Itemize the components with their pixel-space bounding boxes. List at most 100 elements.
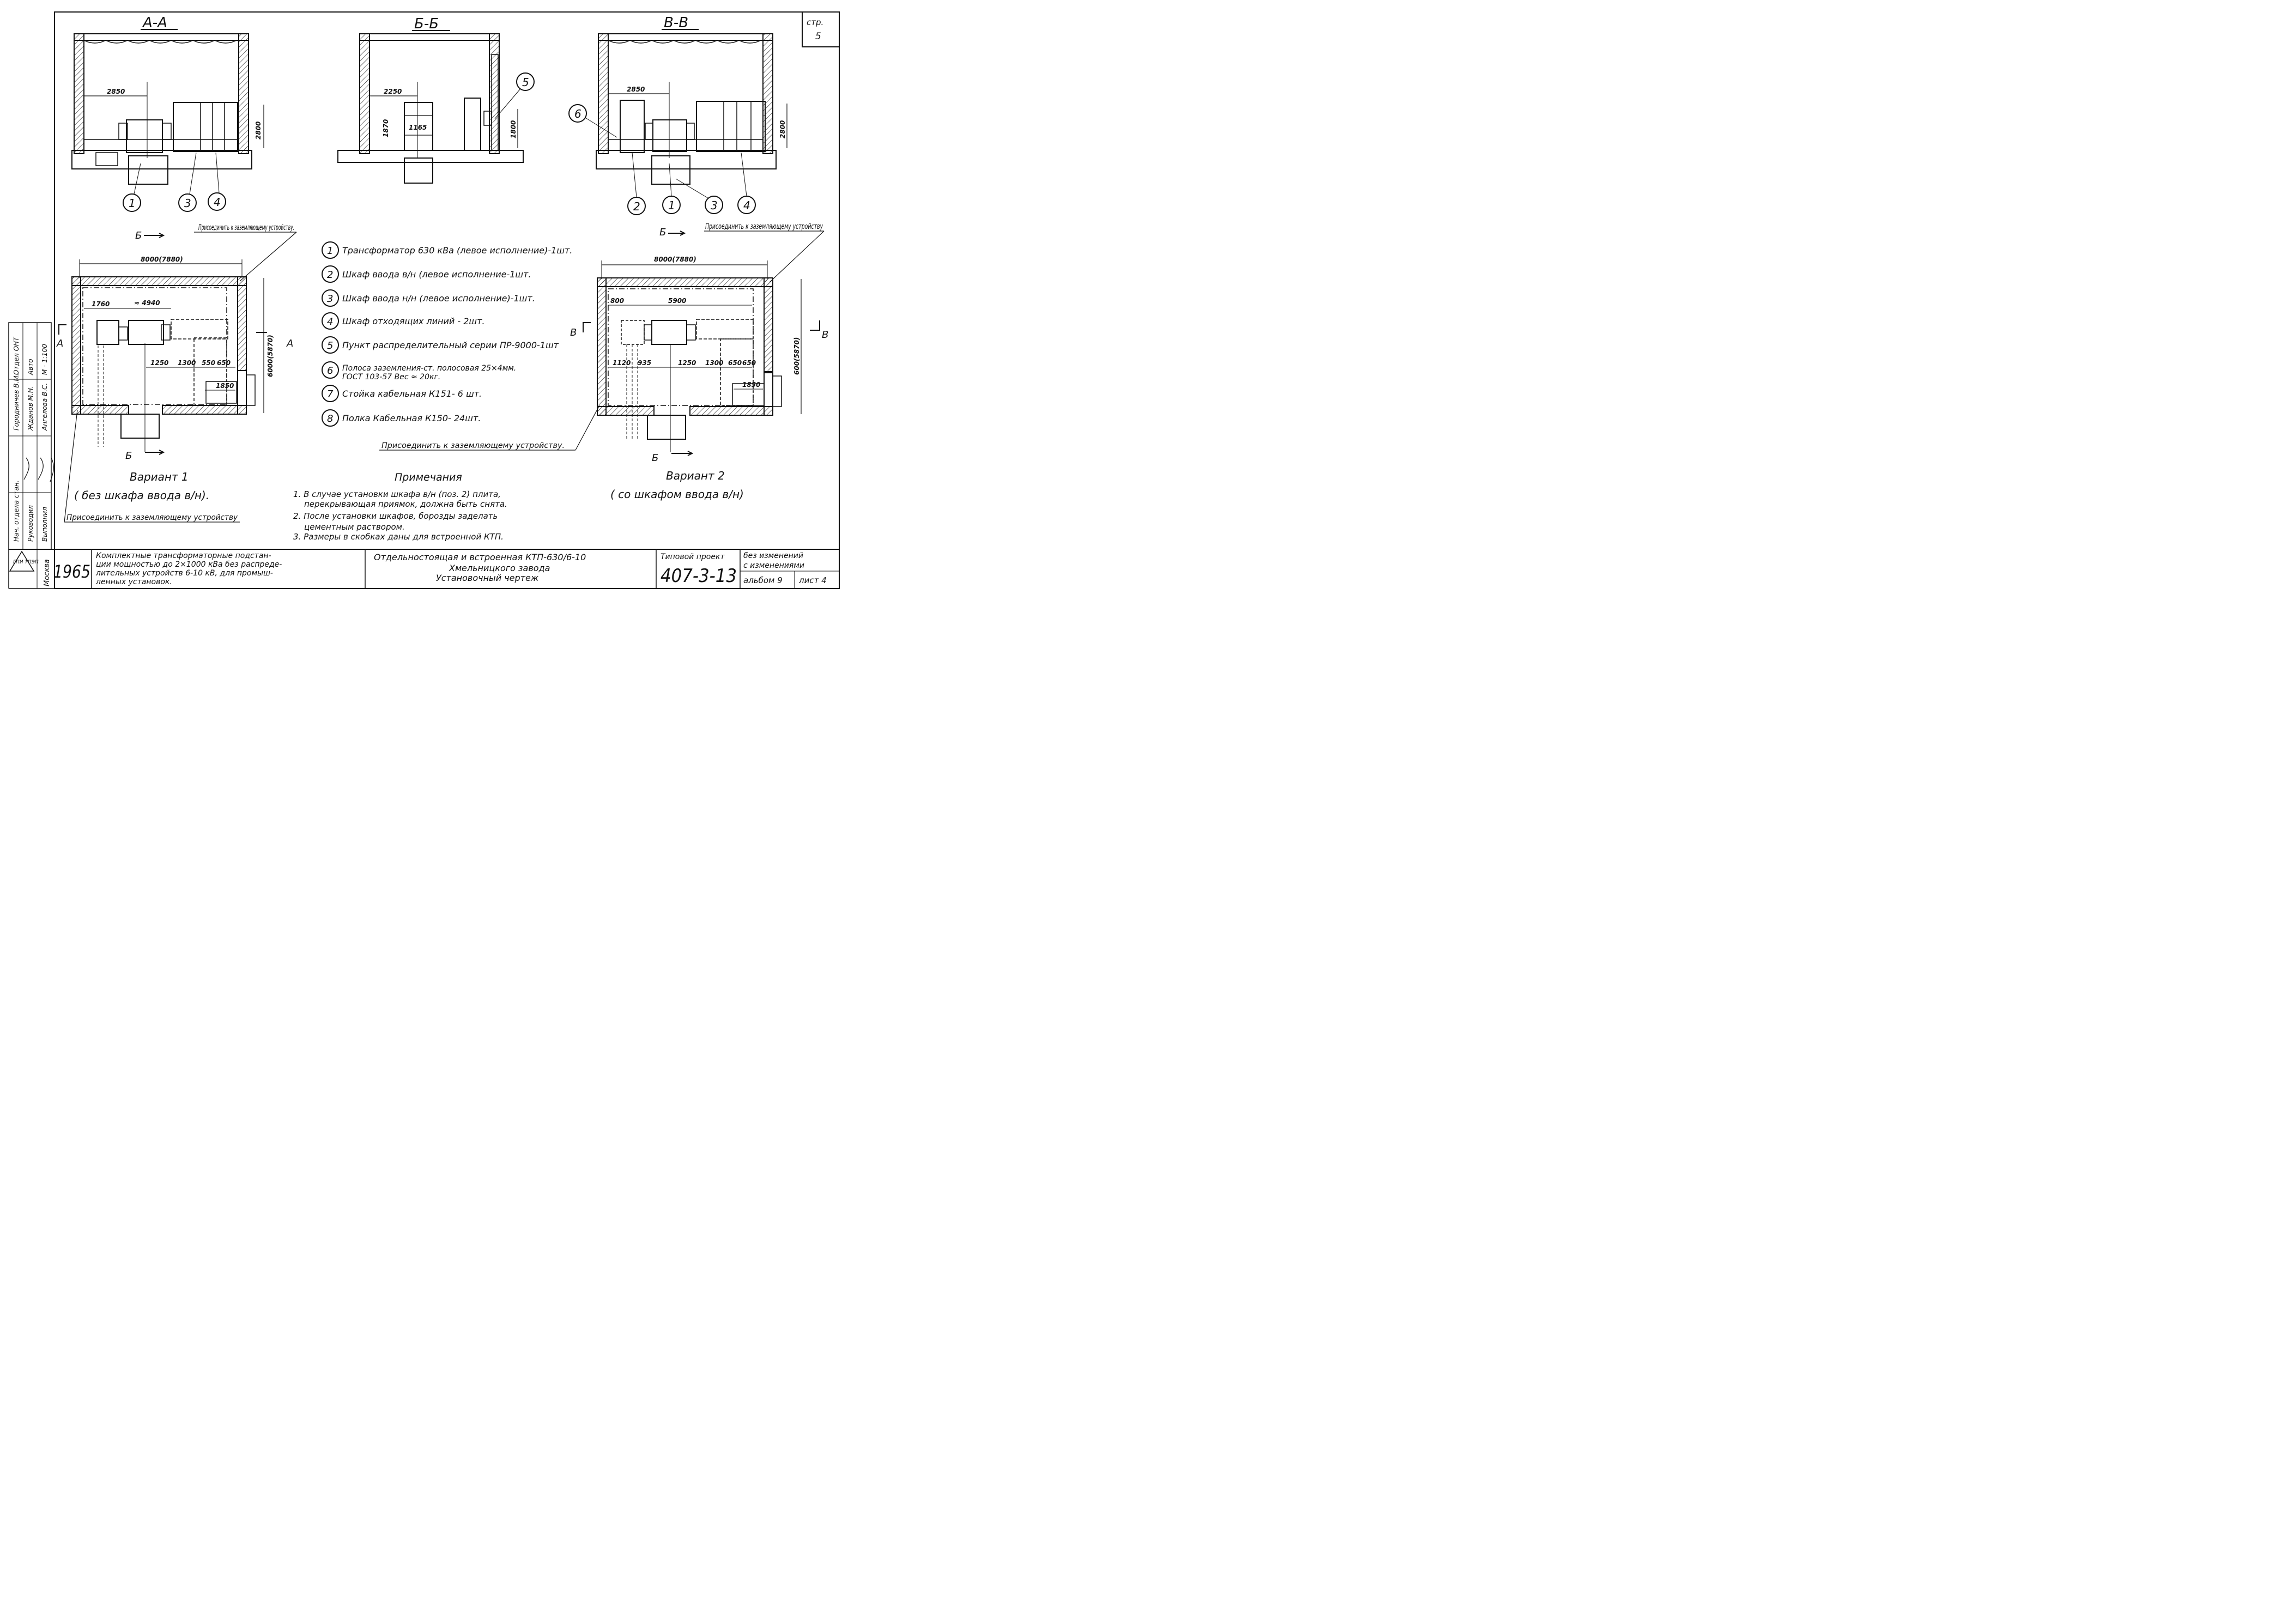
svg-text:3: 3 <box>327 293 333 305</box>
svg-text:1: 1 <box>327 245 333 257</box>
note-line-1: 1. В случае установки шкафа в/н (поз. 2)… <box>293 489 501 499</box>
stamp-name-1: Городничев В.М. <box>13 373 20 430</box>
sheet-frame <box>54 11 840 589</box>
section-vv: В-В 2850 2800 <box>596 15 787 185</box>
section-callouts <box>123 72 756 215</box>
org-logo-icon <box>9 550 35 572</box>
connect-leaders <box>64 231 825 523</box>
notes: Примечания 1. В случае установки шкафа в… <box>293 471 507 542</box>
svg-text:Пункт распределительный серии: Пункт распределительный серии ПР-9000-1ш… <box>342 340 559 350</box>
callout-5-bb: 5 <box>522 76 529 89</box>
dim-p2-8000: 8000(7880) <box>654 256 696 263</box>
connect-note-p2-top: Присоединить к заземляющему устройству <box>705 222 823 231</box>
dim-p1-1250: 1250 <box>150 359 168 367</box>
connect-note-p1-bottom: Присоединить к заземляющему устройству <box>66 513 238 522</box>
svg-text:Полоса заземления-ст. полосова: Полоса заземления-ст. полосовая 25×4мм. <box>342 364 516 373</box>
dim-p2-600: 600(5870) <box>793 337 801 375</box>
title-desc-2: ции мощностью до 2×1000 кВа без распреде… <box>96 560 282 569</box>
dim-p2-650b: 650 <box>742 359 756 367</box>
section-bb: Б-Б 2250 1870 1165 1800 <box>337 16 524 184</box>
title-year: 1965 <box>53 561 90 582</box>
cut-mark-b-top-2: Б <box>659 227 666 238</box>
svg-text:Шкаф отходящих линий - 2шт.: Шкаф отходящих линий - 2шт. <box>342 316 484 326</box>
sheet-number-label: лист 4 <box>798 575 827 585</box>
dim-p2-1250: 1250 <box>678 359 696 367</box>
dim-bb-2250: 2250 <box>384 88 402 95</box>
dim-p1-4940: ≈ 4940 <box>134 299 160 307</box>
connect-note-center: Присоединить к заземляющему устройству. <box>381 441 565 450</box>
dim-vv-2850: 2850 <box>627 86 645 93</box>
connect-note-p1-top: Присоединить к заземляющему устройству. <box>198 223 294 232</box>
stamp-role-2: Руководил <box>27 505 34 542</box>
cut-mark-v-right: В <box>822 329 828 341</box>
variant-1-subtitle: ( без шкафа ввода в/н). <box>74 489 209 502</box>
stamp-scale: М - 1:100 <box>41 344 49 375</box>
project-number: 407-3-13 <box>661 565 737 587</box>
callout-1-vv: 1 <box>668 199 675 212</box>
stamp-role-3: Выполнил <box>41 507 49 542</box>
note-line-3: 2. После установки шкафов, борозды задел… <box>293 511 498 521</box>
title-block: ГПИ ТПЭП Москва 1965 Комплектные трансфо… <box>8 549 839 589</box>
cut-mark-b-bottom-1: Б <box>125 450 132 462</box>
svg-text:2: 2 <box>327 269 333 281</box>
legend-item-7: 7 Стойка кабельная К151- 6 шт. <box>322 385 482 402</box>
dim-vv-2800: 2800 <box>779 120 786 138</box>
svg-text:7: 7 <box>327 389 334 400</box>
svg-text:8: 8 <box>327 413 333 425</box>
callout-3-vv: 3 <box>711 199 718 212</box>
note-line-4: цементным раствором. <box>304 522 405 532</box>
cut-mark-a-left: А <box>56 338 63 349</box>
section-aa-title: А-А <box>142 15 167 31</box>
dim-bb-1800: 1800 <box>510 120 517 138</box>
notes-title: Примечания <box>395 471 462 483</box>
section-bb-title: Б-Б <box>414 16 439 32</box>
section-vv-title: В-В <box>664 15 688 31</box>
legend-item-3: 3 Шкаф ввода н/н (левое исполнение)-1шт. <box>322 289 535 307</box>
svg-text:4: 4 <box>327 316 333 328</box>
dim-aa-2850: 2850 <box>107 88 125 95</box>
dim-bb-1165: 1165 <box>409 124 427 131</box>
dim-p2-5900: 5900 <box>668 297 686 305</box>
svg-text:5: 5 <box>327 340 333 351</box>
svg-text:Полка Кабельная К150- 24шт.: Полка Кабельная К150- 24шт. <box>342 413 481 423</box>
dim-p2-1300: 1300 <box>705 359 723 367</box>
variant-2-subtitle: ( со шкафом ввода в/н) <box>610 488 744 501</box>
callout-6-vv: 6 <box>574 107 581 120</box>
title-name-2: Хмельницкого завода <box>449 563 550 573</box>
album-number: альбом 9 <box>743 575 783 585</box>
side-stamp: Нач. отдела стан. Городничев В.М. Руково… <box>8 322 54 550</box>
change-without: без изменений <box>743 551 803 560</box>
dim-bb-1870: 1870 <box>382 119 390 137</box>
note-line-5: 3. Размеры в скобках даны для встроенной… <box>293 532 504 542</box>
svg-text:Трансформатор 630 кВа (левое и: Трансформатор 630 кВа (левое исполнение)… <box>342 245 572 256</box>
dim-p1-6000: 6000(5870) <box>266 335 274 377</box>
title-desc-1: Комплектные трансформаторные подстан- <box>96 551 271 560</box>
stamp-signatures <box>23 457 54 482</box>
callout-3-aa: 3 <box>184 197 191 210</box>
stamp-name-3: Ангелова В.С. <box>41 383 49 431</box>
project-label: Типовой проект <box>661 553 725 561</box>
org-city: Москва <box>43 559 51 586</box>
dim-aa-2800: 2800 <box>255 122 262 140</box>
cut-mark-a-right: А <box>286 338 293 349</box>
title-name-3: Установочный чертеж <box>436 573 539 583</box>
legend-item-6: 6 Полоса заземления-ст. полосовая 25×4мм… <box>322 361 516 381</box>
cut-mark-b-bottom-2: Б <box>652 452 658 464</box>
legend-item-4: 4 Шкаф отходящих линий - 2шт. <box>322 312 484 330</box>
dim-p2-1120: 1120 <box>613 359 631 367</box>
change-with: с изменениями <box>743 561 804 570</box>
dim-p1-8000: 8000(7880) <box>141 256 183 263</box>
callout-4-aa: 4 <box>214 196 221 209</box>
stamp-name-2: Жданов М.Н. <box>27 386 34 431</box>
cut-mark-b-top-1: Б <box>135 230 142 241</box>
svg-text:6: 6 <box>327 365 333 377</box>
callout-1-aa: 1 <box>129 197 136 210</box>
legend-item-2: 2 Шкаф ввода в/н (левое исполнение-1шт. <box>322 265 531 283</box>
dim-p1-650: 650 <box>217 359 231 367</box>
dim-p1-1850: 1850 <box>216 382 234 390</box>
dim-p2-800: 800 <box>610 297 624 305</box>
stamp-dept: Отдел ОНТ <box>13 336 20 375</box>
dim-p1-550: 550 <box>202 359 215 367</box>
stamp-role-1: Нач. отдела стан. <box>13 480 20 542</box>
dim-p1-1300: 1300 <box>178 359 196 367</box>
